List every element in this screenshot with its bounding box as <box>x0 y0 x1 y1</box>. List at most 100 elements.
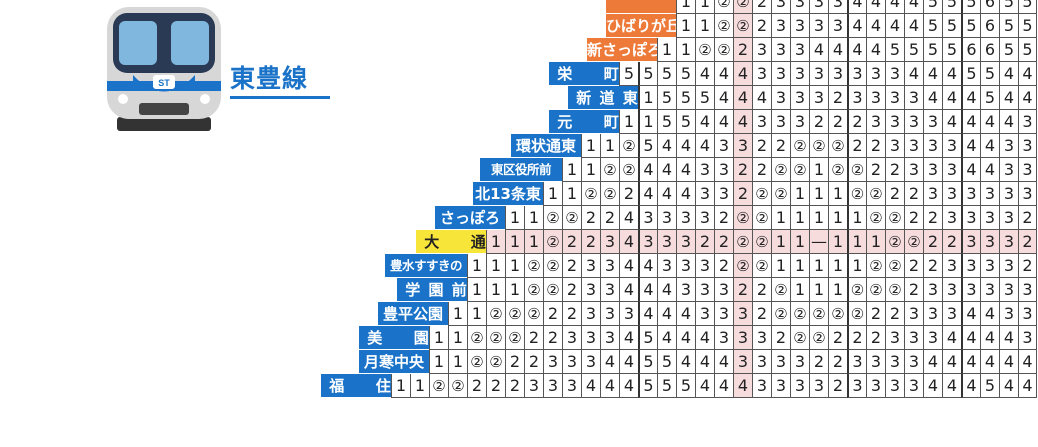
fare-cell: 5 <box>885 38 904 62</box>
fare-cell: 5 <box>638 374 657 398</box>
fare-cell: 4 <box>733 110 752 134</box>
fare-cell: 3 <box>1018 182 1037 206</box>
fare-cell: 2 <box>581 230 600 254</box>
fare-cell: 3 <box>771 86 790 110</box>
fare-cell: 4 <box>695 62 714 86</box>
fare-cell: 1 <box>828 254 847 278</box>
fare-cell: 2 <box>904 278 923 302</box>
fare-cell: 3 <box>600 302 619 326</box>
fare-cell: 3 <box>885 110 904 134</box>
fare-cell: 1 <box>771 206 790 230</box>
fare-cell: 4 <box>581 374 600 398</box>
fare-cell: 4 <box>942 86 961 110</box>
fare-cell: 3 <box>752 326 771 350</box>
fare-cell: 3 <box>1018 278 1037 302</box>
fare-cell: 4 <box>961 86 980 110</box>
fare-cell: 4 <box>866 38 885 62</box>
fare-cell: 1 <box>467 302 486 326</box>
fare-cell: 3 <box>771 350 790 374</box>
fare-cell: 2 <box>524 350 543 374</box>
fare-cell: 3 <box>695 302 714 326</box>
fare-cell: 4 <box>904 14 923 38</box>
fare-cell: 5 <box>657 86 676 110</box>
fare-cell: 3 <box>790 86 809 110</box>
fare-cell: 3 <box>733 302 752 326</box>
fare-cell: 1 <box>790 278 809 302</box>
fare-cell: 4 <box>619 230 638 254</box>
fare-cell: ② <box>828 302 847 326</box>
fare-cell: 4 <box>866 14 885 38</box>
fare-cell: 2 <box>923 254 942 278</box>
fare-cell: 4 <box>600 374 619 398</box>
fare-cell: ② <box>543 206 562 230</box>
fare-cell: ② <box>505 326 524 350</box>
fare-cell: 4 <box>999 374 1018 398</box>
fare-cell: 1 <box>448 350 467 374</box>
fare-cell: 5 <box>657 110 676 134</box>
svg-text:ST: ST <box>158 78 170 88</box>
fare-cell: 2 <box>885 182 904 206</box>
fare-cell: 2 <box>1018 206 1037 230</box>
fare-cell: 3 <box>1018 326 1037 350</box>
fare-cell: 3 <box>638 230 657 254</box>
fare-cell: 4 <box>809 38 828 62</box>
fare-cell: 3 <box>847 374 866 398</box>
fare-cell: — <box>809 230 828 254</box>
fare-cell: 3 <box>676 206 695 230</box>
fare-cell: 1 <box>486 278 505 302</box>
fare-cell: 2 <box>562 254 581 278</box>
fare-cell: 3 <box>581 350 600 374</box>
fare-cell: 2 <box>771 326 790 350</box>
fare-cell: 5 <box>638 350 657 374</box>
fare-cell: 1 <box>429 326 448 350</box>
fare-cell: 1 <box>809 182 828 206</box>
fare-cell: 5 <box>999 14 1018 38</box>
fare-cell: 4 <box>847 14 866 38</box>
fare-cell: 1 <box>429 350 448 374</box>
fare-cell: 1 <box>790 254 809 278</box>
fare-cell: ② <box>733 206 752 230</box>
fare-cell: 3 <box>923 302 942 326</box>
fare-cell: 1 <box>828 230 847 254</box>
fare-cell: 4 <box>657 326 676 350</box>
fare-cell: 1 <box>562 182 581 206</box>
fare-cell: ② <box>752 206 771 230</box>
fare-cell: 4 <box>714 110 733 134</box>
fare-cell: 2 <box>562 302 581 326</box>
fare-cell: 4 <box>676 302 695 326</box>
fare-cell: 1 <box>771 254 790 278</box>
fare-cell: 3 <box>790 0 809 14</box>
fare-cell: 1 <box>448 326 467 350</box>
fare-cell: 4 <box>657 182 676 206</box>
fare-cell: 5 <box>942 14 961 38</box>
fare-cell: ② <box>543 230 562 254</box>
fare-cell: 5 <box>638 62 657 86</box>
fare-cell: ② <box>733 14 752 38</box>
fare-cell: 4 <box>904 0 923 14</box>
fare-cell: 3 <box>1018 110 1037 134</box>
fare-cell: 2 <box>809 110 828 134</box>
station-label: 東区役所前 <box>480 158 562 182</box>
fare-cell: 4 <box>961 158 980 182</box>
fare-cell: 5 <box>1018 14 1037 38</box>
fare-cell: ② <box>752 230 771 254</box>
fare-cell: 4 <box>1018 350 1037 374</box>
fare-cell: 1 <box>581 158 600 182</box>
fare-cell: 4 <box>885 14 904 38</box>
fare-cell: 3 <box>1018 302 1037 326</box>
station-label: 環状通東 <box>511 134 581 158</box>
fare-cell: 4 <box>999 62 1018 86</box>
fare-cell: 3 <box>714 302 733 326</box>
fare-cell: 1 <box>467 278 486 302</box>
fare-cell: ② <box>448 374 467 398</box>
fare-cell: 4 <box>980 302 999 326</box>
subway-train-icon: ST <box>107 7 221 131</box>
fare-cell: ② <box>866 254 885 278</box>
fare-cell: ② <box>733 230 752 254</box>
fare-cell: 1 <box>638 110 657 134</box>
fare-cell: 2 <box>619 182 638 206</box>
fare-cell: 3 <box>600 230 619 254</box>
fare-cell: 3 <box>657 206 676 230</box>
fare-cell: 1 <box>809 254 828 278</box>
fare-cell: 1 <box>695 14 714 38</box>
